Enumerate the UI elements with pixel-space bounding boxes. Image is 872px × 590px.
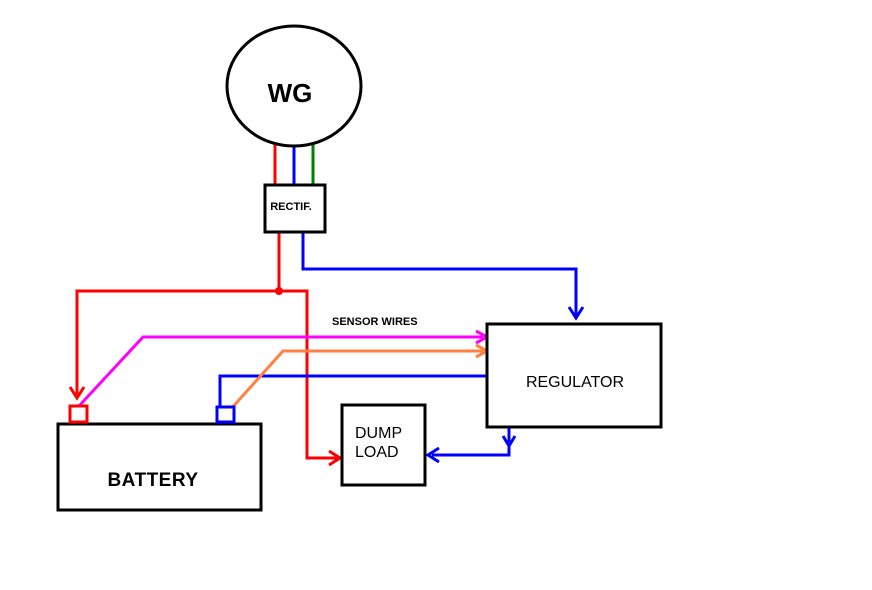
arrowhead-regulator-top [567, 306, 585, 321]
battery-positive-terminal [68, 404, 89, 424]
arrowhead-regulator-bottom [501, 435, 517, 449]
arrowhead-dump-load-positive [328, 449, 343, 467]
regulator-box [485, 322, 663, 429]
regulator-label: REGULATOR [526, 374, 624, 391]
rectifier-box [263, 183, 327, 234]
dump-load-label-line1: DUMP [355, 425, 402, 442]
rectifier-to-regulator-wire [301, 232, 578, 316]
positive-bus-to-battery [75, 289, 279, 398]
regulator-to-dump-load-wire [432, 427, 511, 457]
battery-negative-terminal [215, 405, 236, 424]
battery-box [56, 422, 263, 512]
dump-load-box [340, 403, 427, 487]
sensor-wire-positive [77, 335, 483, 408]
battery-label: BATTERY [107, 470, 198, 491]
arrowhead-battery-positive [68, 386, 86, 401]
generator-label: WG [268, 78, 313, 108]
rectifier-label: RECTIF. [270, 201, 312, 213]
arrowhead-dump-load-negative [425, 446, 440, 464]
sensor-wire-negative [228, 349, 483, 412]
dump-load-label-line2: LOAD [355, 444, 399, 461]
sensor-wires-label: SENSOR WIRES [332, 316, 418, 328]
wind-generator [225, 24, 363, 148]
battery-negative-to-regulator-wire [218, 374, 487, 406]
positive-junction-dot [275, 287, 283, 295]
